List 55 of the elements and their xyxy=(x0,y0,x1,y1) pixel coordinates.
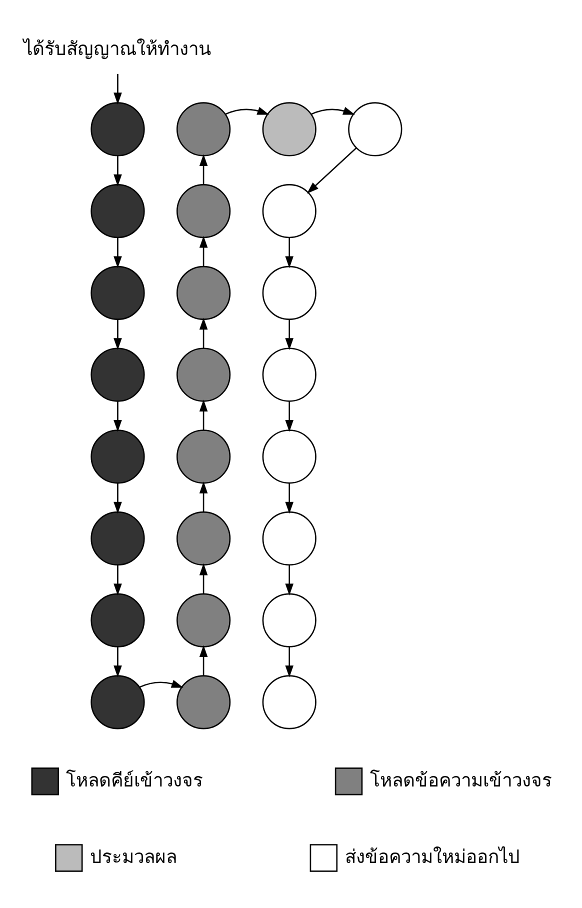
node-circle xyxy=(90,184,145,238)
node-circle xyxy=(262,593,316,648)
arrow xyxy=(199,481,208,512)
node-circle xyxy=(176,511,231,566)
arrow xyxy=(285,402,294,432)
node-circle xyxy=(176,430,231,484)
node-circle xyxy=(90,593,145,648)
arrow xyxy=(114,238,122,268)
node-circle xyxy=(176,266,231,320)
legend-label: โหลดคีย์เข้าวงจร xyxy=(66,770,204,792)
node-circle xyxy=(90,675,145,730)
arrow xyxy=(199,563,208,594)
arrow xyxy=(114,320,122,350)
arrow xyxy=(285,320,294,350)
node-circle xyxy=(262,430,316,484)
node-circle xyxy=(262,102,316,156)
node-circle xyxy=(90,348,145,402)
arrow xyxy=(285,647,294,678)
arrow xyxy=(199,645,208,676)
node-circle xyxy=(262,511,316,566)
arrow xyxy=(199,318,208,348)
node-circle xyxy=(90,102,145,156)
arrow xyxy=(114,156,122,186)
node-circle xyxy=(262,675,316,730)
arrow xyxy=(199,154,208,184)
arrow xyxy=(310,106,356,115)
node-circle xyxy=(90,511,145,566)
arrow xyxy=(285,565,294,596)
arrow xyxy=(306,148,357,194)
node-circle xyxy=(90,430,145,484)
arrow xyxy=(114,565,122,596)
arrow xyxy=(114,402,122,432)
node-circle xyxy=(262,348,316,402)
arrow xyxy=(114,483,122,514)
node-circle xyxy=(90,266,145,320)
arrow xyxy=(285,483,294,514)
node-circle xyxy=(262,266,316,320)
arrow xyxy=(285,238,294,268)
arrow xyxy=(139,680,184,688)
arrow xyxy=(199,236,208,266)
node-circle xyxy=(176,593,231,648)
legend-label: ส่งข้อความใหม่ออกไป xyxy=(344,846,520,868)
node-circle xyxy=(176,675,231,730)
node-circle xyxy=(262,184,316,238)
legend-label: ประมวลผล xyxy=(90,846,178,868)
arrow xyxy=(225,106,270,115)
node-circle xyxy=(176,102,231,156)
arrow xyxy=(199,400,208,430)
node-circle xyxy=(348,102,402,156)
node-circle xyxy=(176,348,231,402)
legend-label: โหลดข้อความเข้าวงจร xyxy=(370,770,552,792)
arrow xyxy=(114,74,122,105)
node-text: ได้รับสัญญาณให้ทำงาน xyxy=(24,38,212,60)
arrow xyxy=(114,647,122,678)
node-circle xyxy=(176,184,231,238)
